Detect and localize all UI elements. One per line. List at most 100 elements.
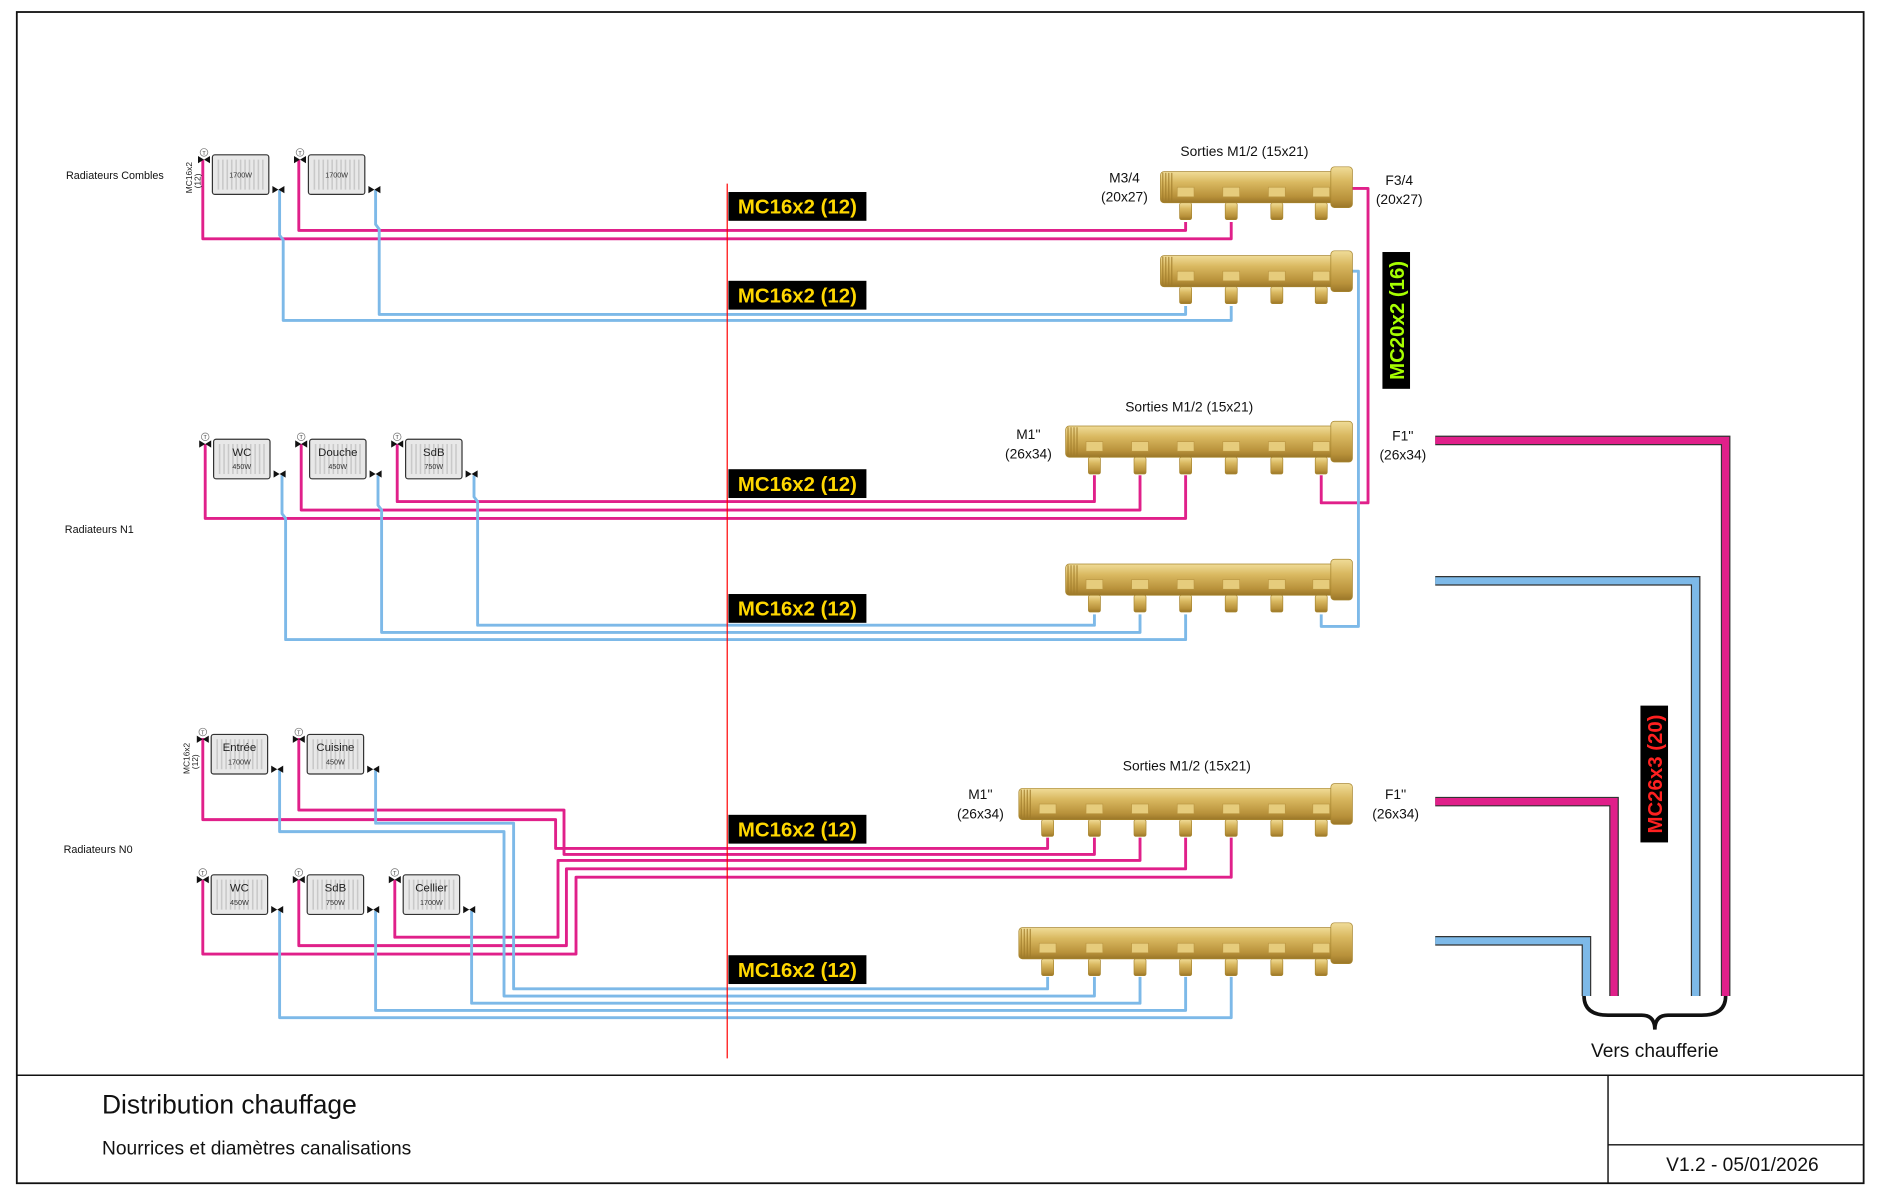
- outlets-label-n0: Sorties M1/2 (15x21): [1123, 758, 1251, 773]
- outlet-label-n0: F1'': [1385, 787, 1406, 802]
- outlet-size-combles: (20x27): [1376, 192, 1423, 207]
- radiator-name: Douche: [318, 447, 357, 459]
- manifold-combles-supply: [1160, 166, 1353, 220]
- thermostatic-valve-icon: [388, 876, 401, 884]
- manifold-outlet: [1224, 456, 1238, 475]
- main-supply-pipe: [1435, 798, 1618, 997]
- thermostat-head-icon: [393, 432, 402, 442]
- manifold-outlet: [1179, 456, 1192, 475]
- lockshield-valve-icon: [271, 765, 284, 773]
- inlet-size-combles: (20x27): [1101, 190, 1148, 205]
- lockshield-valve-icon: [368, 186, 381, 194]
- svg-text:MC16x2 (12): MC16x2 (12): [738, 960, 857, 982]
- manifold-outlet: [1314, 202, 1328, 220]
- manifold-outlet: [1179, 594, 1192, 613]
- thermostatic-valve-icon: [292, 876, 305, 884]
- return-pipe: [278, 910, 1233, 1020]
- pipe-tag-branch: MC16x2 (12): [728, 469, 867, 499]
- thermostatic-valve-icon: [292, 735, 305, 743]
- thermostat-label: T: [297, 871, 301, 877]
- group-label-n0: Radiateurs N0: [64, 844, 133, 856]
- radiators: 1700WT1700WTWC450WTDouche450WTSdB750WTEn…: [196, 148, 478, 916]
- manifold-outlet: [1179, 202, 1192, 220]
- svg-text:MC16x2 (12): MC16x2 (12): [738, 474, 857, 496]
- radiator-power: 450W: [232, 462, 251, 471]
- thermostatic-valve-icon: [391, 440, 404, 448]
- lockshield-valve-icon: [367, 765, 380, 773]
- thermostat-label: T: [300, 435, 304, 441]
- boiler-brace: [1582, 995, 1728, 1030]
- manifold-outlet: [1270, 594, 1284, 613]
- manifold-outlet: [1088, 958, 1101, 976]
- pipe-note-combles: MC16x2 (12): [184, 162, 202, 194]
- radiator-power: 1700W: [229, 171, 252, 180]
- manifold-outlet: [1224, 594, 1238, 613]
- manifold-outlet: [1270, 958, 1284, 976]
- thermostat-label: T: [393, 871, 397, 877]
- supply-pipe: [201, 738, 1050, 850]
- lockshield-valve-icon: [367, 906, 380, 914]
- inlet-label-n0: M1'': [968, 787, 992, 802]
- outlet-label-combles: F3/4: [1385, 173, 1413, 188]
- manifold-outlet: [1041, 819, 1054, 837]
- thermostat-head-icon: [198, 727, 208, 737]
- svg-text:MC16x2: MC16x2: [182, 742, 192, 774]
- main-pipe-outline: [1435, 435, 1731, 997]
- manifold-outlet: [1314, 286, 1328, 304]
- svg-text:MC16x2 (12): MC16x2 (12): [738, 599, 857, 621]
- radiator-power: 450W: [326, 757, 345, 766]
- pipe-tag-branch: MC16x2 (12): [728, 814, 867, 844]
- supply-pipe: [395, 444, 1096, 504]
- thermostat-head-icon: [294, 868, 304, 877]
- manifold-outlet: [1133, 819, 1147, 837]
- main-supply-pipe: [1435, 436, 1730, 997]
- main-pipes: [1435, 435, 1731, 997]
- pipe-tag-branch: MC16x2 (12): [728, 192, 867, 221]
- main-return-pipe: [1435, 937, 1591, 997]
- return-pipe: [376, 475, 1142, 634]
- manifold-outlet: [1270, 202, 1284, 220]
- pipe-tag-branch: MC16x2 (12): [728, 955, 867, 985]
- thermostatic-valve-icon: [295, 440, 308, 448]
- boiler-label: Vers chaufferie: [1591, 1041, 1719, 1062]
- thermostat-head-icon: [294, 727, 304, 737]
- radiator-power: 1700W: [228, 757, 251, 766]
- supply-pipe: [201, 837, 1233, 956]
- supply-pipe: [297, 837, 1188, 948]
- supply-pipe: [393, 837, 1142, 939]
- thermostat-head-icon: [390, 868, 400, 877]
- thermostat-head-icon: [199, 148, 209, 157]
- lockshield-valve-icon: [369, 470, 382, 478]
- lockshield-valve-icon: [463, 906, 476, 914]
- manifold-outlet: [1224, 202, 1238, 220]
- supply-pipe: [297, 159, 1188, 232]
- return-pipe: [374, 189, 1188, 316]
- manifold-n0-supply: [1018, 783, 1353, 837]
- thermostat-head-icon: [297, 432, 306, 442]
- svg-text:MC16x2 (12): MC16x2 (12): [738, 285, 857, 307]
- radiator-name: SdB: [423, 447, 445, 459]
- svg-text:MC16x2 (12): MC16x2 (12): [738, 197, 857, 219]
- svg-text:(12): (12): [192, 173, 202, 188]
- manifold-outlet: [1088, 819, 1101, 837]
- radiator-name: WC: [230, 883, 249, 895]
- outlets-label-combles: Sorties M1/2 (15x21): [1180, 144, 1308, 159]
- outlet-label-n1: F1'': [1392, 428, 1413, 443]
- manifold-n0-return: [1018, 922, 1353, 976]
- manifold-outlet: [1224, 958, 1238, 976]
- inlet-size-n1: (26x34): [1005, 446, 1052, 461]
- version: V1.2 - 05/01/2026: [1666, 1155, 1819, 1176]
- outlets-label-n1: Sorties M1/2 (15x21): [1125, 400, 1253, 415]
- manifold-combles-return: [1160, 250, 1353, 304]
- manifold-outlet: [1314, 958, 1328, 976]
- svg-text:MC26x3 (20): MC26x3 (20): [1645, 715, 1667, 834]
- manifold-n1-supply: [1065, 420, 1353, 475]
- inlet-label-n1: M1'': [1016, 427, 1040, 442]
- manifold-outlet: [1270, 819, 1284, 837]
